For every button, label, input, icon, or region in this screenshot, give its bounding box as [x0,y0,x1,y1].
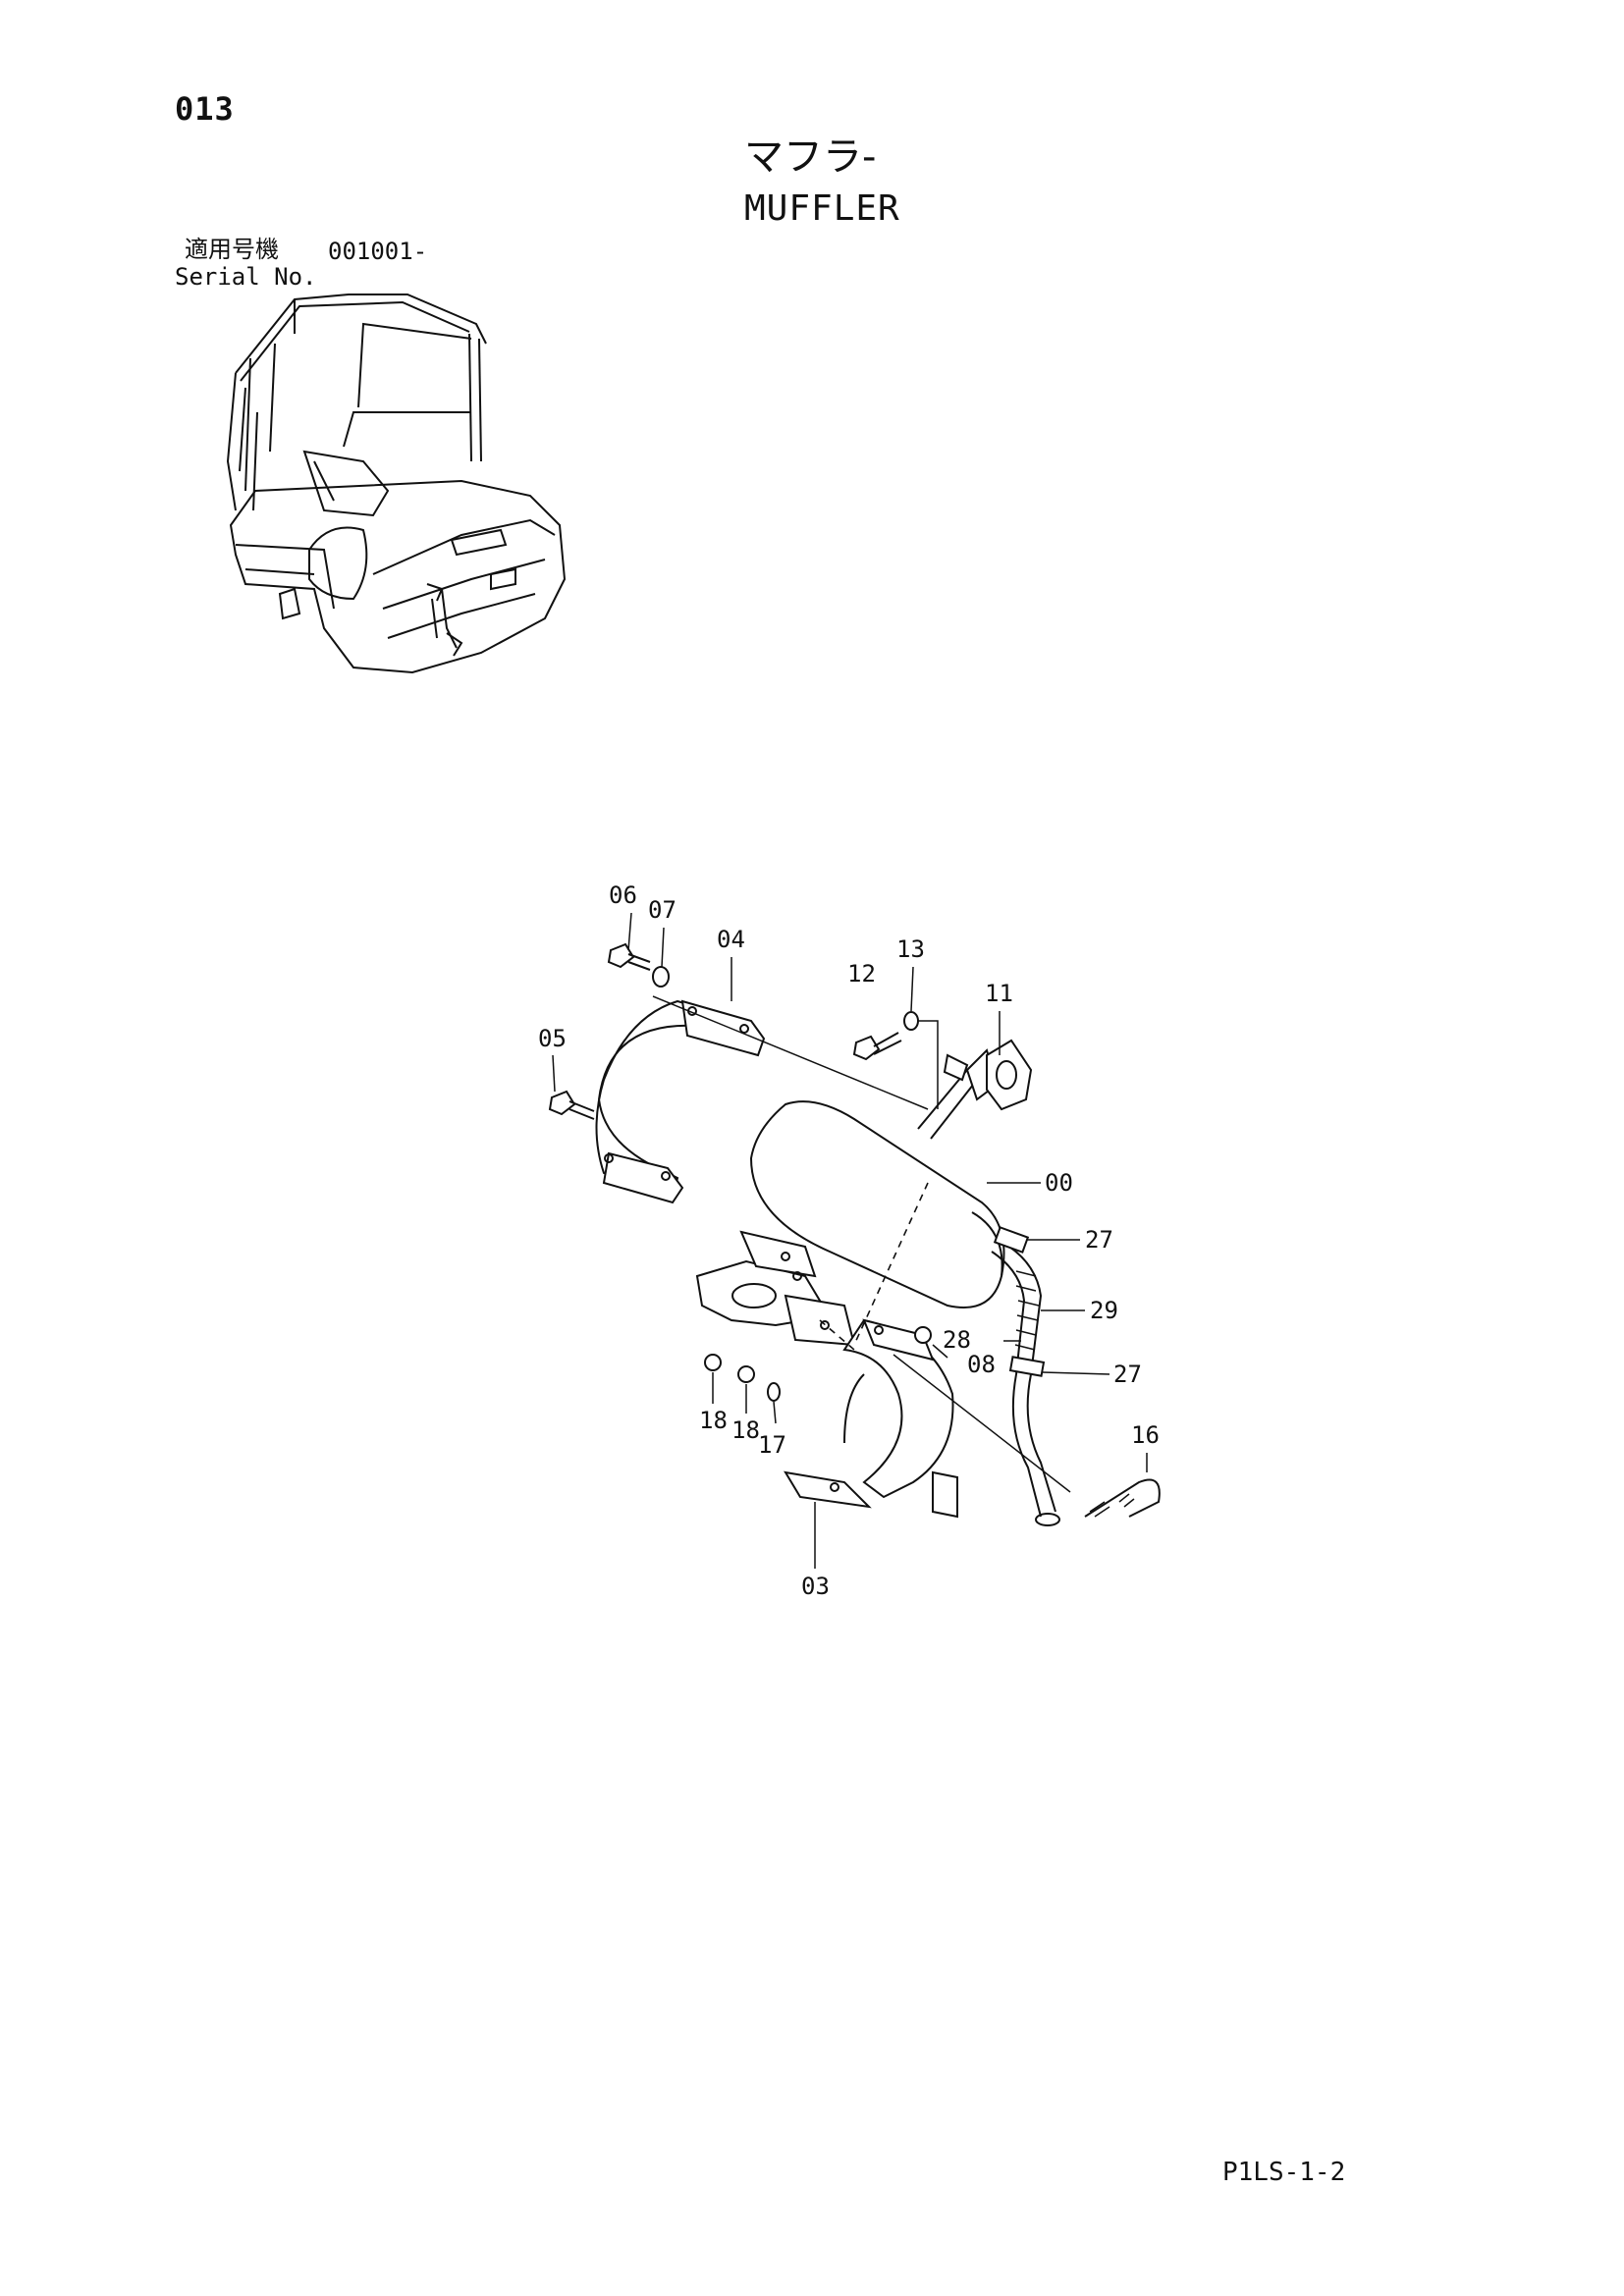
lower-clamp [784,1318,958,1519]
callout-13: 13 [896,935,925,963]
nut-28 [914,1326,932,1344]
callout-07: 07 [648,896,677,924]
muffler-inlet-pipe [917,1039,1033,1140]
page-number: 013 [175,90,235,128]
callout-29: 29 [1090,1297,1118,1324]
nut-18a [704,1354,722,1371]
u-bolt [1084,1478,1161,1518]
callout-03: 03 [801,1573,830,1600]
page-code: P1LS-1-2 [1222,2158,1346,2187]
washer-13 [903,1011,919,1031]
hose-clamp-upper [993,1226,1030,1254]
callout-06: 06 [609,881,637,909]
serial-label-japanese: 適用号機 [185,236,279,263]
callout-05: 05 [538,1025,567,1052]
callout-17: 17 [758,1431,786,1459]
washer-17 [767,1382,781,1402]
washer-07 [652,966,670,988]
nut-18b [737,1365,755,1383]
callout-27-upper: 27 [1085,1226,1113,1254]
callout-12: 12 [847,960,876,988]
hose-clamp-lower [1008,1356,1046,1377]
callout-11: 11 [985,980,1013,1007]
leader-lines [552,912,1148,1569]
callout-28: 28 [943,1326,971,1354]
callout-16: 16 [1131,1421,1160,1449]
bolt-12 [852,1032,902,1061]
callout-00: 00 [1045,1169,1073,1197]
title-japanese: マフラ- [744,134,877,180]
title-english: MUFFLER [744,188,900,229]
callout-04: 04 [717,926,745,953]
serial-label-english: Serial No. [175,263,317,291]
upper-clamp [595,999,766,1204]
alignment-line-1 [853,1182,929,1346]
callout-27-lower: 27 [1113,1361,1142,1388]
bolt-06 [607,942,651,971]
bolt-05 [548,1090,595,1120]
serial-value: 001001- [328,238,428,265]
callout-18-right: 18 [731,1416,760,1444]
alignment-line-3 [893,1354,1071,1493]
callout-18-left: 18 [699,1407,728,1434]
callout-08: 08 [967,1351,996,1378]
alignment-line-2 [652,995,929,1110]
drain-hose [991,1241,1060,1526]
